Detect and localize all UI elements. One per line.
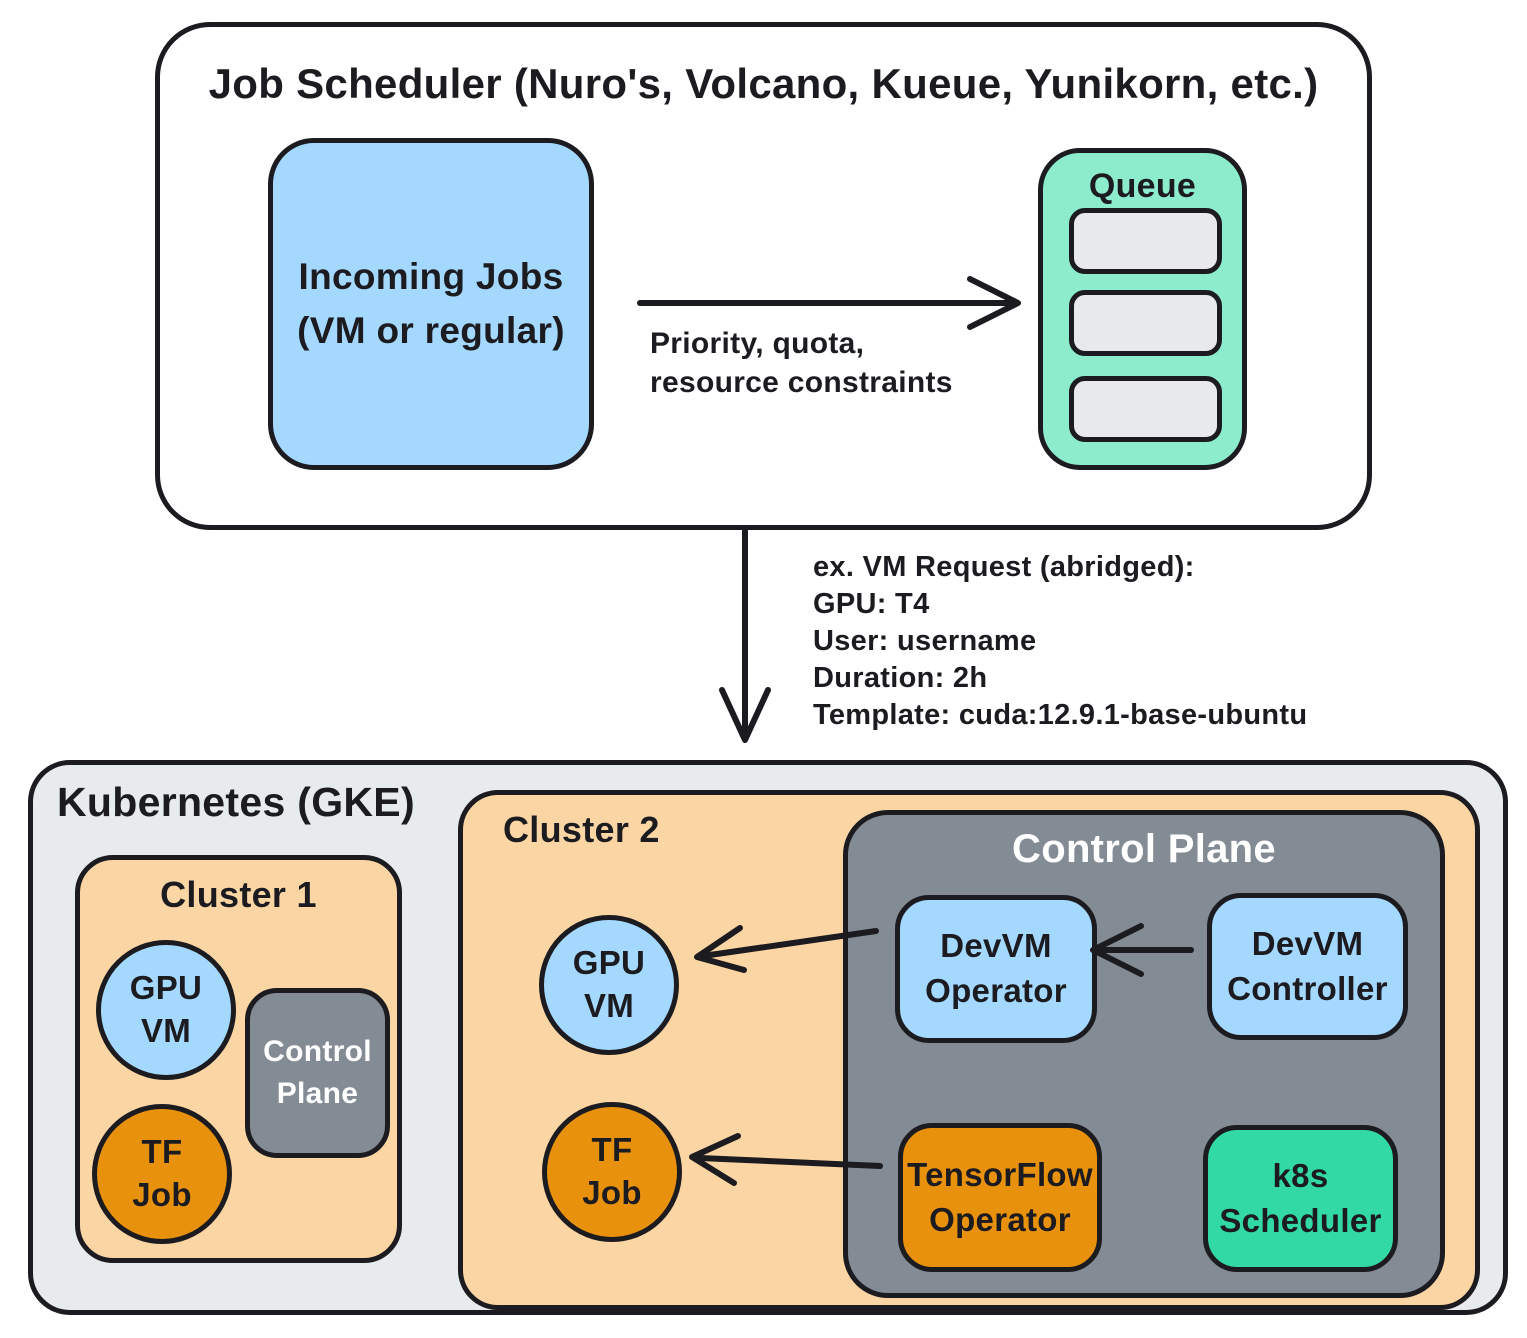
kubernetes-panel: Kubernetes (GKE) Cluster 1 GPU VM Contro… (28, 760, 1508, 1315)
queue-box: Queue (1038, 148, 1247, 470)
queue-slot (1069, 290, 1222, 356)
vm-request-line: User: username (813, 625, 1037, 657)
queue-title: Queue (1088, 167, 1197, 205)
kubernetes-title: Kubernetes (GKE) (57, 779, 415, 825)
k8s-scheduler-box: k8s Scheduler (1203, 1125, 1398, 1272)
devvm-operator-box: DevVM Operator (895, 895, 1097, 1043)
control-plane-line1: Control (263, 1035, 372, 1068)
flow-constraints-label: Priority, quota, resource constraints (650, 324, 953, 402)
tensorflow-operator-box: TensorFlow Operator (898, 1123, 1102, 1272)
k8s-scheduler-line2: Scheduler (1219, 1201, 1382, 1239)
job-scheduler-panel: Job Scheduler (Nuro's, Volcano, Kueue, Y… (155, 22, 1372, 530)
queue-slot (1069, 208, 1222, 274)
cluster2-gpu-vm: GPU VM (539, 915, 679, 1055)
flow-constraints-line2: resource constraints (650, 366, 953, 399)
cluster1-tf-job: TF Job (92, 1104, 232, 1244)
flow-constraints-line1: Priority, quota, (650, 327, 865, 360)
control-plane-line2: Plane (276, 1077, 359, 1110)
cluster2-title: Cluster 2 (503, 809, 660, 850)
tf-job-line1: TF (591, 1131, 633, 1169)
devvm-operator-line2: Operator (925, 972, 1067, 1009)
gpu-vm-line2: VM (140, 1012, 192, 1049)
k8s-scheduler-line1: k8s (1272, 1156, 1329, 1194)
vm-request-line: GPU: T4 (813, 588, 930, 620)
devvm-controller-line2: Controller (1227, 969, 1388, 1007)
cluster1-box: Cluster 1 GPU VM Control Plane TF Job (75, 855, 402, 1263)
cluster2-tf-job: TF Job (542, 1102, 682, 1242)
tf-job-line2: Job (132, 1176, 192, 1213)
devvm-controller-box: DevVM Controller (1207, 893, 1408, 1040)
vm-request-line: Duration: 2h (813, 662, 988, 694)
incoming-jobs-line2: (VM or regular) (297, 310, 565, 351)
queue-slot (1069, 376, 1222, 442)
tf-job-line2: Job (582, 1174, 642, 1211)
incoming-jobs-box: Incoming Jobs (VM or regular) (268, 138, 594, 470)
control-plane-title: Control Plane (1012, 827, 1276, 871)
cluster1-title: Cluster 1 (160, 874, 317, 915)
gpu-vm-line2: VM (583, 987, 635, 1024)
vm-request-line: ex. VM Request (abridged): (813, 551, 1195, 583)
cluster2-box: Cluster 2 GPU VM TF Job Control Plane De… (458, 790, 1480, 1310)
devvm-controller-line1: DevVM (1251, 924, 1364, 962)
cluster1-gpu-vm: GPU VM (96, 940, 236, 1080)
tensorflow-operator-line2: Operator (929, 1200, 1071, 1238)
job-scheduler-title: Job Scheduler (Nuro's, Volcano, Kueue, Y… (208, 60, 1319, 107)
cluster2-control-plane: Control Plane DevVM Operator DevVM Contr… (843, 810, 1445, 1298)
gpu-vm-line1: GPU (129, 969, 203, 1007)
incoming-jobs-line1: Incoming Jobs (298, 256, 564, 298)
gpu-vm-line1: GPU (572, 944, 646, 982)
arrowhead-scheduler-to-k8s (719, 687, 771, 743)
devvm-operator-line1: DevVM (940, 927, 1052, 965)
tf-job-line1: TF (141, 1133, 183, 1171)
cluster1-control-plane: Control Plane (245, 988, 390, 1158)
vm-request-annotation: ex. VM Request (abridged): GPU: T4 User:… (813, 549, 1307, 734)
tensorflow-operator-line1: TensorFlow (907, 1155, 1093, 1193)
vm-request-line: Template: cuda:12.9.1-base-ubuntu (813, 699, 1308, 731)
